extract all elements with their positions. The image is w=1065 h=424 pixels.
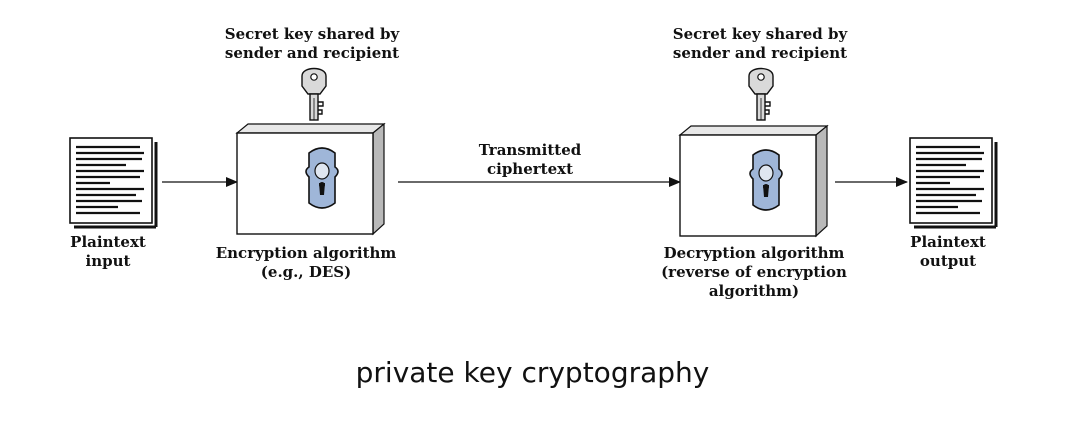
encryption-label-line2: (e.g., DES) (261, 263, 351, 281)
right-key-label-line2: sender and recipient (673, 44, 847, 62)
decryption-label-line2: (reverse of encryption (661, 263, 847, 281)
left-key-label-line2: sender and recipient (225, 44, 399, 62)
plaintext-input-document-icon (68, 136, 158, 229)
right-key-label-line1: Secret key shared by (673, 25, 849, 43)
decryption-label-line1: Decryption algorithm (664, 244, 845, 262)
plaintext-input-label-line1: Plaintext (70, 233, 146, 251)
encryption-label-line1: Encryption algorithm (216, 244, 397, 262)
left-key-label-line1: Secret key shared by (225, 25, 401, 43)
caption: private key cryptography (355, 356, 710, 389)
transmitted-label-line1: Transmitted (479, 141, 582, 159)
decryption-lock-icon (749, 149, 783, 211)
encryption-lock-icon (305, 147, 339, 209)
decryption-box (678, 124, 829, 238)
plaintext-output-label-line1: Plaintext (910, 233, 986, 251)
encryption-box (235, 122, 386, 236)
right-key-icon (748, 67, 774, 121)
left-key-icon (301, 67, 327, 121)
plaintext-output-label-line2: output (920, 252, 976, 270)
decryption-label-line3: algorithm) (709, 282, 799, 300)
plaintext-output-document-icon (908, 136, 998, 229)
transmitted-label-line2: ciphertext (487, 160, 573, 178)
plaintext-input-label-line2: input (86, 252, 131, 270)
